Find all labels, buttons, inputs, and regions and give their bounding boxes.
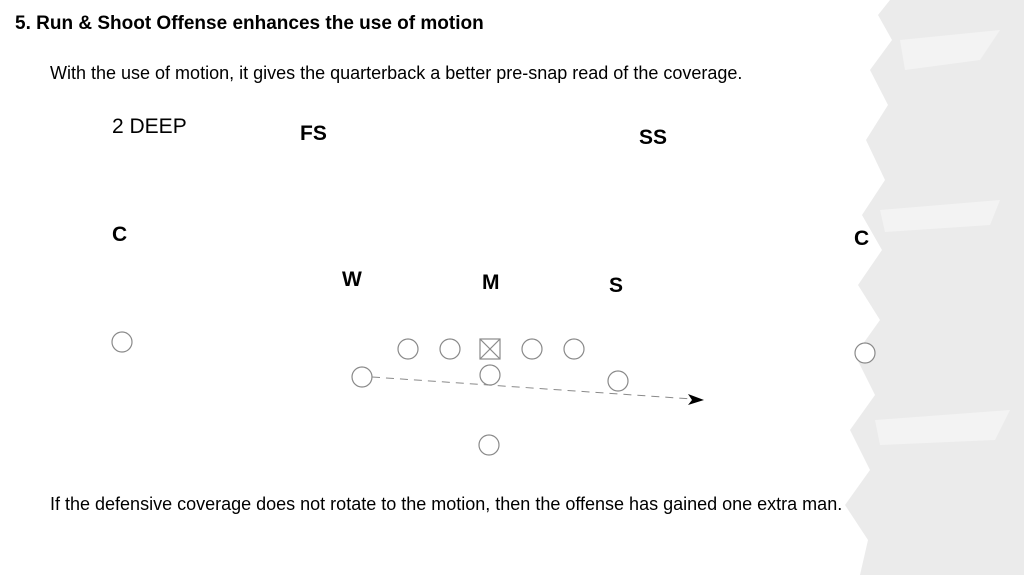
defender-right-corner: C	[854, 227, 870, 250]
offense-player-right-wide-receiver	[854, 342, 876, 364]
defender-sam-linebacker: S	[609, 274, 624, 297]
offense-player-motion-receiver	[351, 366, 373, 388]
offense-player-slot-receiver	[607, 370, 629, 392]
defender-weak-linebacker: W	[342, 268, 362, 291]
defender-left-corner: C	[112, 223, 128, 246]
center-cross-line	[479, 338, 501, 360]
slide-footer-note: If the defensive coverage does not rotat…	[50, 494, 843, 514]
slide-subtitle: With the use of motion, it gives the qua…	[50, 63, 743, 83]
coverage-label: 2 DEEP	[112, 115, 187, 138]
offense-player-running-back	[478, 434, 500, 456]
motion-path-line	[371, 376, 693, 400]
defender-free-safety: FS	[300, 122, 327, 145]
slide-title: 5. Run & Shoot Offense enhances the use …	[15, 13, 484, 34]
offense-player-quarterback	[479, 364, 501, 386]
defender-mike-linebacker: M	[482, 271, 500, 294]
offense-player-left-wide-receiver	[111, 331, 133, 353]
motion-arrowhead	[688, 394, 704, 405]
offense-player-left-tackle	[397, 338, 419, 360]
offense-player-right-tackle	[563, 338, 585, 360]
defender-strong-safety: SS	[639, 126, 668, 149]
offense-player-right-guard	[521, 338, 543, 360]
offense-player-left-guard	[439, 338, 461, 360]
